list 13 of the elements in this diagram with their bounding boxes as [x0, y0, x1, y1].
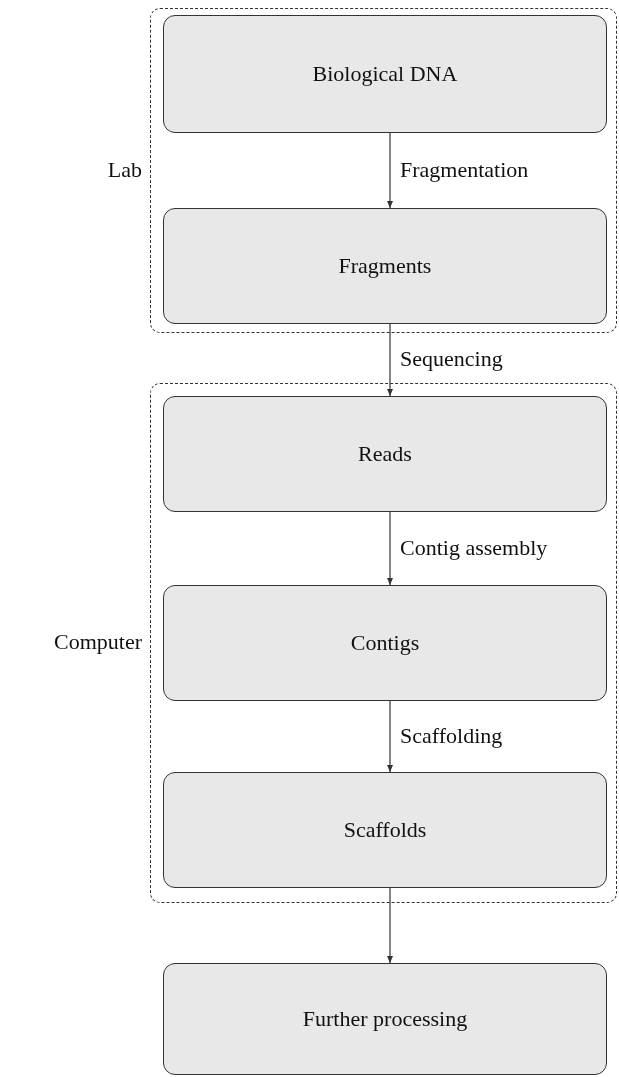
arrow — [387, 887, 393, 964]
process-box: Fragments — [163, 208, 607, 324]
process-box: Reads — [163, 396, 607, 512]
process-box: Further processing — [163, 963, 607, 1075]
process-box: Biological DNA — [163, 15, 607, 133]
group-label: Lab — [107, 156, 142, 183]
group-label: Computer — [54, 629, 142, 655]
process-box: Contigs — [163, 585, 607, 701]
arrow — [387, 323, 393, 397]
arrow — [387, 132, 393, 209]
arrow — [387, 700, 393, 773]
process-box: Scaffolds — [163, 772, 607, 888]
arrow — [387, 511, 393, 586]
